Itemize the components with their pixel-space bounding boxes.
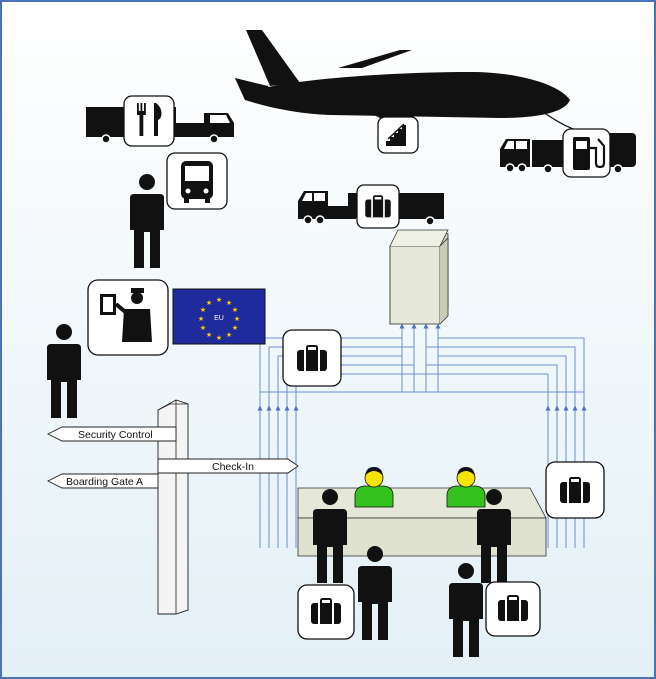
- svg-text:★: ★: [200, 306, 206, 314]
- catering-icon: [137, 103, 162, 136]
- svg-text:★: ★: [232, 306, 238, 314]
- fuel-icon: [573, 137, 606, 170]
- svg-text:★: ★: [232, 324, 238, 332]
- svg-text:★: ★: [200, 324, 206, 332]
- security-sign-label: Security Control: [78, 429, 153, 441]
- stairs-icon: [386, 123, 406, 146]
- fuel-truck: [499, 128, 636, 178]
- svg-text:★: ★: [234, 315, 240, 323]
- boarding-sign: [46, 473, 159, 489]
- eu-flag: ★ ★ ★ ★ ★ ★ ★ ★ ★ ★ ★ ★ EU: [172, 288, 266, 345]
- baggage-truck: [297, 184, 444, 229]
- catering-truck: [86, 95, 234, 147]
- checkin-staff-right: [446, 467, 486, 508]
- svg-text:★: ★: [226, 331, 232, 339]
- bus-icon: [181, 161, 213, 203]
- checkin-staff-left: [354, 467, 394, 508]
- svg-text:★: ★: [206, 299, 212, 307]
- eu-flag-text: EU: [214, 315, 224, 322]
- boarding-sign-label: Boarding Gate A: [66, 476, 143, 488]
- baggage-sorting-box: [389, 229, 449, 325]
- checkin-sign: [157, 458, 299, 474]
- signpost: Security Control Check-In Boarding Gate …: [46, 399, 299, 615]
- svg-text:★: ★: [226, 299, 232, 307]
- checkin-sign-label: Check-In: [212, 461, 254, 473]
- svg-text:★: ★: [198, 315, 204, 323]
- security-sign: [46, 426, 177, 442]
- svg-text:★: ★: [216, 334, 222, 342]
- svg-text:★: ★: [206, 331, 212, 339]
- passport-control-icon: [100, 288, 152, 342]
- svg-text:★: ★: [216, 296, 222, 304]
